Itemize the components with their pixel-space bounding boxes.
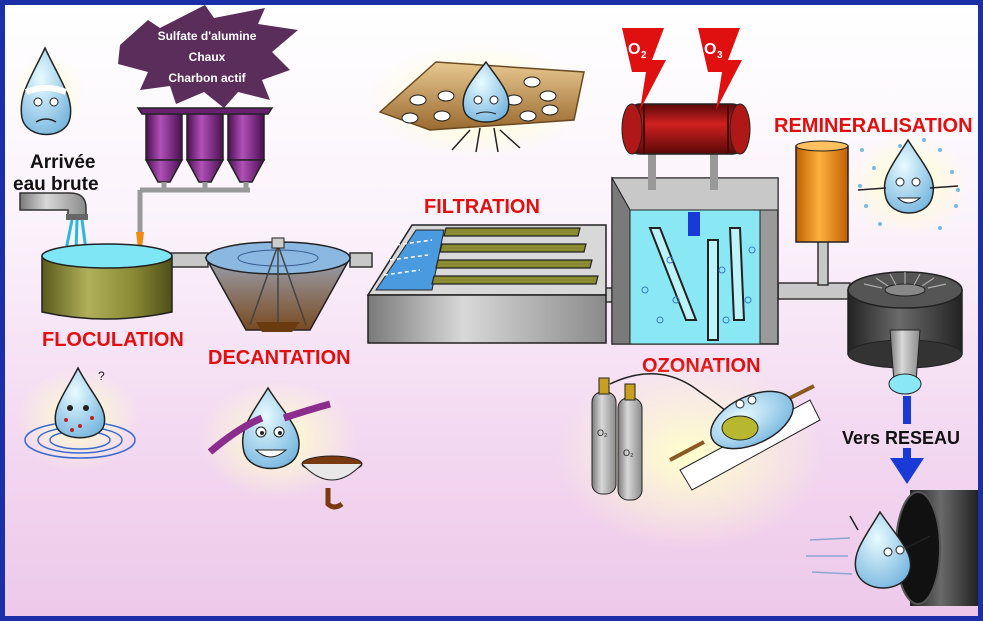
decantation-character <box>198 380 363 510</box>
floculation-tank <box>41 243 173 320</box>
cylinder-1-label: O₂ <box>597 428 608 438</box>
chemical-silos: Sulfate d'alumine Chaux Charbon actif <box>118 5 298 248</box>
distribution-drum <box>847 271 963 395</box>
o2-subscript: 2 <box>641 50 647 61</box>
ozonation-character: O₂ O₂ <box>555 360 825 550</box>
raw-water-inlet: Arrivée eau brute <box>12 46 99 251</box>
water-drop-character-icon <box>20 46 72 136</box>
chemical-label-1: Sulfate d'alumine <box>158 29 257 43</box>
filtration-unit <box>366 224 607 344</box>
water-drop-character-icon <box>849 510 931 589</box>
water-drop-character-icon <box>451 60 521 153</box>
down-arrow-icon <box>890 396 924 484</box>
o2-symbol: O <box>628 41 640 58</box>
floculation-label: FLOCULATION <box>42 329 184 351</box>
gas-cylinder-icon: O₂ O₂ <box>591 377 643 501</box>
remineralisation-character <box>846 133 970 237</box>
o3-subscript: 3 <box>717 50 723 61</box>
o3-symbol: O <box>704 41 716 58</box>
water-drop-character-icon <box>857 138 959 214</box>
remineralisation-label: REMINERALISATION <box>774 115 973 137</box>
water-drop-character-icon <box>710 390 794 450</box>
sewer-pipe-icon <box>806 490 978 606</box>
water-drop-character-icon: ? <box>54 366 106 439</box>
svg-text:?: ? <box>98 369 105 383</box>
lightning-bolt-icon: O 3 <box>698 28 742 110</box>
water-treatment-diagram: Arrivée eau brute Sulfate d'alumine Chau… <box>12 5 978 606</box>
arrivee-label-line2: eau brute <box>13 174 99 195</box>
chemical-label-3: Charbon actif <box>168 71 246 85</box>
remineralisation-tank <box>795 140 849 243</box>
floculation-character: ? <box>16 366 140 472</box>
ozonation-unit: O 2 O 3 <box>611 28 779 345</box>
filtration-character <box>368 42 588 158</box>
filtration-label: FILTRATION <box>424 196 540 218</box>
decantation-label: DECANTATION <box>208 347 351 369</box>
cylinder-2-label: O₂ <box>623 448 634 458</box>
water-drop-character-icon <box>207 386 331 470</box>
arrivee-label-line1: Arrivée <box>30 152 96 173</box>
vers-reseau-label: Vers RESEAU <box>842 428 960 448</box>
silo-icon <box>136 107 274 183</box>
decantation-tank <box>204 237 352 332</box>
ozone-generator <box>621 103 751 155</box>
inlet-pipe-icon <box>19 192 88 220</box>
lightning-bolt-icon: O 2 <box>622 28 666 110</box>
chemical-label-2: Chaux <box>189 50 226 64</box>
